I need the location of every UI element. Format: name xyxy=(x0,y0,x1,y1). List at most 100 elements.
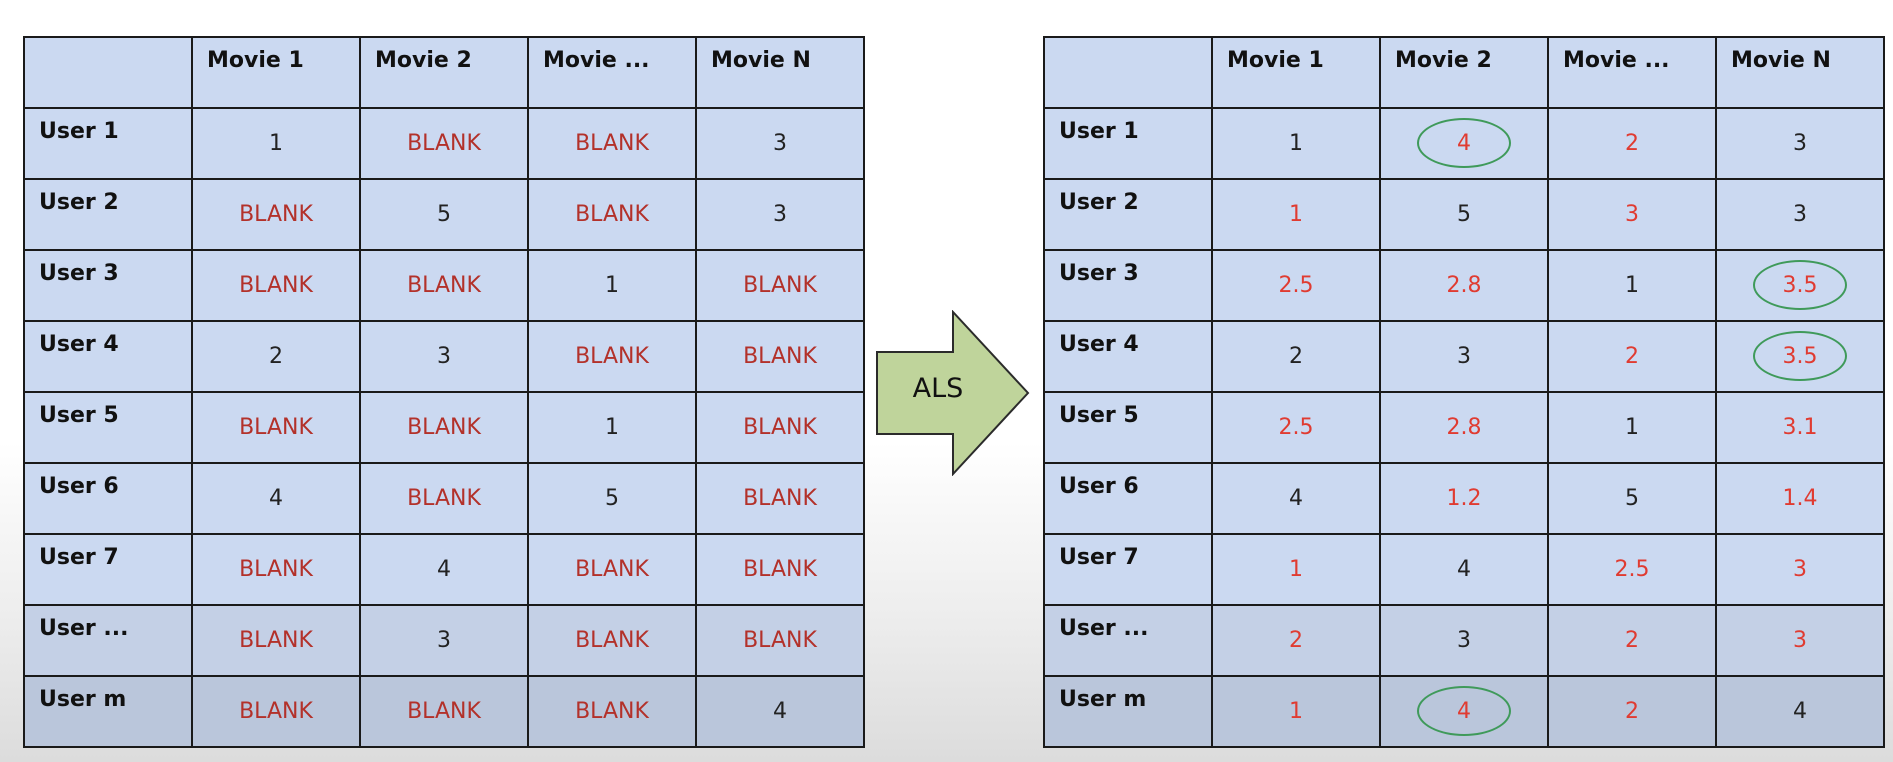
rating-cell: 2.5 xyxy=(1211,249,1381,322)
rating-value: 5 xyxy=(437,202,451,227)
rating-value: BLANK xyxy=(407,273,481,298)
rating-value: 1 xyxy=(1625,273,1639,298)
rating-value: 3 xyxy=(1793,131,1807,156)
rating-cell: 3 xyxy=(1379,604,1549,677)
rating-value: 3 xyxy=(1457,628,1471,653)
rating-cell: 4 xyxy=(1379,107,1549,180)
rating-value: 1 xyxy=(1289,557,1303,582)
rating-cell: BLANK xyxy=(695,533,865,606)
rating-value: BLANK xyxy=(575,628,649,653)
rating-value: BLANK xyxy=(239,557,313,582)
column-header: Movie 1 xyxy=(191,36,361,109)
rating-value: 4 xyxy=(269,486,283,511)
rating-value: 2 xyxy=(1625,628,1639,653)
row-header: User 2 xyxy=(23,178,193,251)
rating-cell: 4 xyxy=(1211,462,1381,535)
rating-value: BLANK xyxy=(743,415,817,440)
rating-cell: 1 xyxy=(527,391,697,464)
rating-value: BLANK xyxy=(239,415,313,440)
rating-cell: 2.5 xyxy=(1547,533,1717,606)
rating-value: 3 xyxy=(437,628,451,653)
rating-value: 3 xyxy=(1457,344,1471,369)
rating-value: BLANK xyxy=(575,131,649,156)
rating-value: 1 xyxy=(269,131,283,156)
rating-value: 5 xyxy=(1457,202,1471,227)
rating-value: 4 xyxy=(1457,557,1471,582)
rating-cell: BLANK xyxy=(695,320,865,393)
rating-cell: 1 xyxy=(191,107,361,180)
rating-cell: 3 xyxy=(1715,107,1885,180)
rating-cell: 3.1 xyxy=(1715,391,1885,464)
rating-cell: 2 xyxy=(191,320,361,393)
rating-cell: BLANK xyxy=(191,178,361,251)
rating-cell: BLANK xyxy=(359,249,529,322)
rating-cell: 1.4 xyxy=(1715,462,1885,535)
row-header: User 3 xyxy=(1043,249,1213,322)
rating-cell: 2 xyxy=(1547,675,1717,748)
rating-cell: 2.5 xyxy=(1211,391,1381,464)
rating-cell: BLANK xyxy=(359,107,529,180)
rating-cell: 2 xyxy=(1211,320,1381,393)
rating-value: BLANK xyxy=(743,486,817,511)
rating-value: 1 xyxy=(605,273,619,298)
rating-cell: 3 xyxy=(1715,533,1885,606)
rating-value: BLANK xyxy=(575,557,649,582)
row-header: User 5 xyxy=(1043,391,1213,464)
row-header: User m xyxy=(1043,675,1213,748)
rating-cell: 5 xyxy=(1547,462,1717,535)
row-header: User 7 xyxy=(1043,533,1213,606)
table-row: User 7 1 4 2.5 3 xyxy=(1043,533,1885,606)
rating-cell: 4 xyxy=(695,675,865,748)
rating-cell: 1 xyxy=(1211,178,1381,251)
row-header: User 1 xyxy=(23,107,193,180)
rating-value: 3.5 xyxy=(1782,344,1818,369)
rating-cell: 3 xyxy=(695,178,865,251)
rating-value: BLANK xyxy=(407,415,481,440)
rating-value: 2.5 xyxy=(1614,557,1650,582)
rating-value: BLANK xyxy=(239,699,313,724)
rating-value: 5 xyxy=(605,486,619,511)
row-header: User 5 xyxy=(23,391,193,464)
rating-value: BLANK xyxy=(743,628,817,653)
row-header: User 6 xyxy=(1043,462,1213,535)
column-header: Movie 2 xyxy=(359,36,529,109)
rating-cell: 2.8 xyxy=(1379,249,1549,322)
row-header: User 2 xyxy=(1043,178,1213,251)
table-row: User 7 BLANK 4 BLANK BLANK xyxy=(23,533,865,606)
rating-cell: 3 xyxy=(1715,604,1885,677)
rating-cell: 3 xyxy=(1547,178,1717,251)
rating-value: BLANK xyxy=(407,131,481,156)
rating-value: 3.1 xyxy=(1782,415,1818,440)
rating-cell: BLANK xyxy=(191,391,361,464)
rating-value: 4 xyxy=(1793,699,1807,724)
rating-cell: BLANK xyxy=(527,178,697,251)
column-header: Movie N xyxy=(695,36,865,109)
rating-cell: 2 xyxy=(1547,320,1717,393)
rating-value: 3 xyxy=(437,344,451,369)
rating-cell: 2.8 xyxy=(1379,391,1549,464)
rating-value: 4 xyxy=(437,557,451,582)
rating-value: BLANK xyxy=(743,557,817,582)
rating-value: 2 xyxy=(269,344,283,369)
rating-value: 1.2 xyxy=(1446,486,1482,511)
rating-value: 1 xyxy=(1289,699,1303,724)
rating-value: 2.5 xyxy=(1278,273,1314,298)
rating-cell: 3 xyxy=(695,107,865,180)
rating-value: 4 xyxy=(773,699,787,724)
row-header: User 7 xyxy=(23,533,193,606)
rating-cell: BLANK xyxy=(695,391,865,464)
rating-cell: BLANK xyxy=(191,533,361,606)
rating-value: 1.4 xyxy=(1782,486,1818,511)
rating-cell: 1 xyxy=(1547,391,1717,464)
rating-value: 3 xyxy=(1793,557,1807,582)
